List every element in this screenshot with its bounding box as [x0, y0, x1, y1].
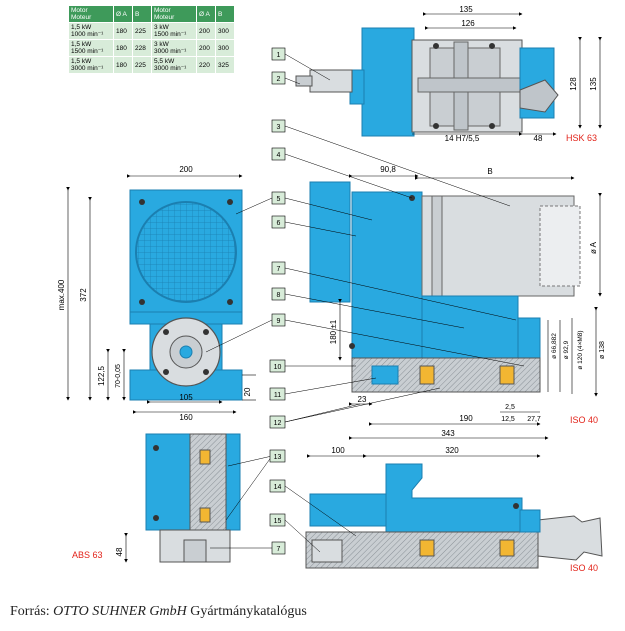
callout-label: 8 — [277, 292, 281, 299]
callout-label: 1 — [277, 52, 281, 59]
dim-343: 343 — [441, 429, 455, 438]
dim-320: 320 — [445, 446, 459, 455]
callout-label: 6 — [277, 220, 281, 227]
table-cell: 325 — [215, 56, 235, 74]
source-caption: Forrás: OTTO SUHNER GmbH Gyártmánykataló… — [10, 604, 307, 620]
table-cell: 3 kW 1500 min⁻¹ — [151, 22, 197, 40]
callout-label: 14 — [274, 484, 282, 491]
dim-128: 128 — [569, 77, 578, 91]
table-cell: 3 kW 3000 min⁻¹ — [151, 39, 197, 57]
dim-23: 23 — [358, 395, 367, 404]
dim-120: ø 120 (4×M8) — [577, 330, 584, 369]
callout-5: 5 — [271, 191, 286, 205]
table-cell: 200 — [196, 22, 216, 40]
table-header-a: Ø A — [113, 5, 133, 23]
callout-label: 9 — [277, 318, 281, 325]
table-cell: 225 — [132, 22, 152, 40]
dim-90-8: 90,8 — [380, 165, 396, 174]
bottom-right-view — [305, 454, 603, 569]
dim-180: 180 ±1 — [329, 319, 338, 344]
callout-11: 11 — [269, 387, 286, 401]
callout-label: 2 — [277, 76, 281, 83]
callout-12: 12 — [269, 415, 286, 429]
callout-3: 3 — [271, 119, 286, 133]
callout-1: 1 — [271, 47, 286, 61]
dim-48: 48 — [534, 134, 543, 143]
dim-100: 100 — [331, 446, 345, 455]
dim-66: ø 66,882 — [551, 333, 558, 359]
callout-2: 2 — [271, 71, 286, 85]
dim-105: 105 — [179, 393, 193, 402]
dim-135-vert: 135 — [589, 77, 598, 91]
dim-190: 190 — [459, 414, 473, 423]
callout-4: 4 — [271, 147, 286, 161]
dim-2-5: 2,5 — [505, 404, 515, 411]
motor-spec-table: Motor Moteur Ø A B Motor Moteur Ø A B 1,… — [68, 5, 235, 74]
callout-14: 14 — [269, 479, 286, 493]
dim-126: 126 — [461, 19, 475, 28]
callout-13: 13 — [269, 449, 286, 463]
table-cell: 5,5 kW 3000 min⁻¹ — [151, 56, 197, 74]
dim-372: 372 — [79, 288, 88, 302]
dim-a: ø A — [589, 241, 598, 254]
callout-label: 7 — [277, 546, 281, 553]
callout-label: 3 — [277, 124, 281, 131]
callout-label: 15 — [274, 518, 282, 525]
dim-135-top: 135 — [459, 5, 473, 14]
caption-company: OTTO SUHNER GmbH — [53, 604, 187, 619]
callout-label: 13 — [274, 454, 282, 461]
callout-label: 7 — [277, 266, 281, 273]
callout-15: 15 — [269, 513, 286, 527]
callout-label: 12 — [274, 420, 282, 427]
table-header-b-2: B — [215, 5, 235, 23]
table-cell: 220 — [196, 56, 216, 74]
callout-label: 10 — [274, 364, 282, 371]
table-cell: 225 — [132, 56, 152, 74]
dim-200: 200 — [179, 165, 193, 174]
label-iso40-top: ISO 40 — [570, 415, 598, 425]
caption-suffix: Gyártmánykatalógus — [186, 604, 307, 619]
label-abs63: ABS 63 — [72, 550, 103, 560]
callout-10: 10 — [269, 359, 286, 373]
side-view — [309, 174, 602, 440]
callout-label: 5 — [277, 196, 281, 203]
dim-max400: max.400 — [57, 279, 66, 310]
dim-122-5: 122,5 — [97, 365, 106, 386]
callout-label: 11 — [274, 392, 281, 399]
table-cell: 180 — [113, 39, 133, 57]
dim-14h7: 14 H7/5,5 — [445, 134, 480, 143]
table-cell: 228 — [132, 39, 152, 57]
table-cell: 200 — [196, 39, 216, 57]
table-cell: 1,5 kW 1000 min⁻¹ — [68, 22, 114, 40]
callouts — [205, 53, 525, 553]
dim-20: 20 — [243, 387, 252, 396]
front-view — [66, 174, 256, 414]
label-iso40-bottom: ISO 40 — [570, 563, 598, 573]
table-cell: 1,5 kW 3000 min⁻¹ — [68, 56, 114, 74]
callout-7: 7 — [271, 261, 286, 275]
table-cell: 1,5 kW 1500 min⁻¹ — [68, 39, 114, 57]
dim-70: 70-0,05 — [115, 364, 122, 388]
callout-7-bottom: 7 — [271, 541, 286, 555]
table-header-motor: Motor Moteur — [68, 5, 114, 23]
top-right-view — [295, 12, 602, 137]
dim-12-5: 12,5 — [501, 416, 515, 423]
dim-27-7: 27,7 — [527, 416, 541, 423]
label-hsk63: HSK 63 — [566, 133, 597, 143]
dim-48-bottom: 48 — [115, 547, 124, 556]
callout-label: 4 — [277, 152, 281, 159]
callout-6: 6 — [271, 215, 286, 229]
dim-92: ø 92,9 — [563, 340, 570, 359]
dim-b: B — [487, 167, 492, 176]
dim-160: 160 — [179, 413, 193, 422]
callout-8: 8 — [271, 287, 286, 301]
dim-138: ø 138 — [599, 341, 606, 359]
callout-9: 9 — [271, 313, 286, 327]
caption-prefix: Forrás: — [10, 604, 54, 619]
bottom-left-view — [124, 433, 241, 563]
